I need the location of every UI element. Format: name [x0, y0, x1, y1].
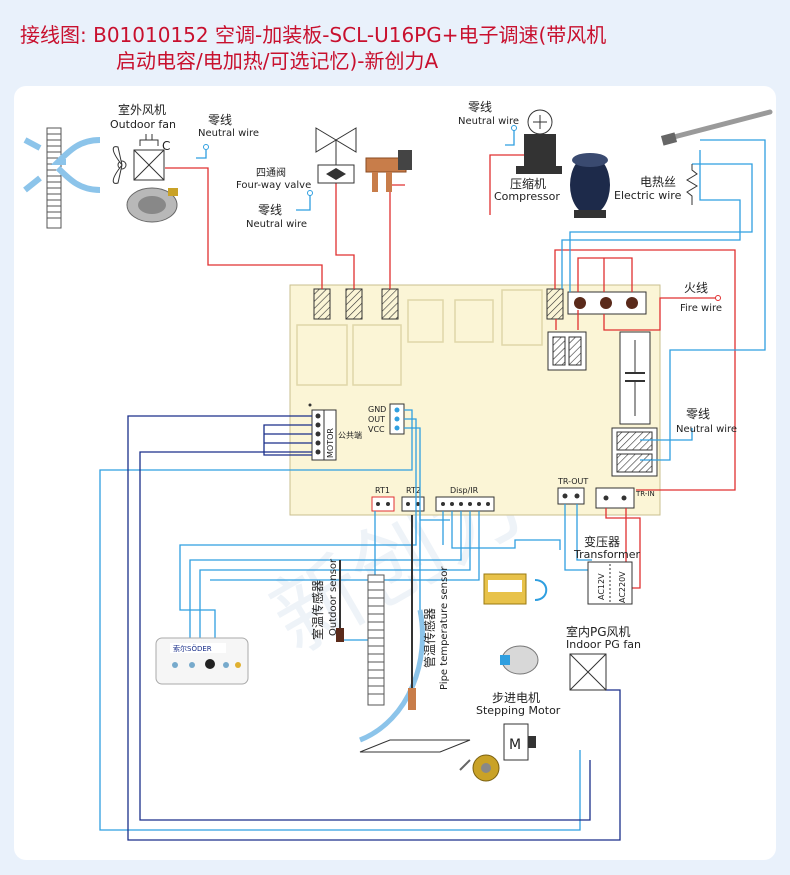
fire-en: Fire wire	[680, 303, 722, 314]
outdoor-fan-cn: 室外风机	[118, 102, 166, 117]
neutral-cn-2: 零线	[258, 203, 282, 217]
control-board	[289, 284, 661, 516]
neutral-en-1: Neutral wire	[198, 128, 259, 139]
neutral-cn-3: 零线	[468, 100, 492, 114]
compressor-symbol	[516, 109, 562, 174]
page-title: 接线图: B01010152 空调-加装板-SCL-U16PG+电子调速(带风机…	[20, 22, 780, 74]
transformer-photo	[483, 573, 548, 605]
four-way-cn: 四通阀	[256, 166, 286, 179]
stepper-m-label: M	[509, 737, 521, 753]
cap-c-label: C	[162, 139, 170, 153]
transformer-en: Transformer	[573, 548, 640, 561]
neutral-en-2: Neutral wire	[246, 219, 307, 230]
outdoor-fan-en: Outdoor fan	[110, 118, 176, 131]
room-sensor-probe	[336, 560, 344, 642]
neutral-en-4: Neutral wire	[676, 424, 737, 435]
motor-label: MOTOR	[326, 428, 335, 458]
ac12v-label: AC12V	[597, 573, 606, 600]
pipe-sensor-cn: 管温传感器	[422, 608, 437, 668]
electric-heater-symbol	[686, 164, 698, 205]
ac220v-label: AC220V	[618, 571, 627, 603]
transformer-symbol	[587, 561, 633, 605]
sensor-port	[389, 403, 405, 435]
rt1-label: RT1	[375, 486, 390, 495]
board-relays	[296, 289, 543, 386]
relay-block	[547, 331, 587, 371]
pipe-sensor-en: Pipe temperature sensor	[439, 566, 450, 690]
neutral-cn-1: 零线	[208, 113, 232, 127]
compressor-photo	[570, 153, 610, 218]
gnd-label: GND	[368, 405, 386, 414]
disp-label: Disp/IR	[450, 486, 479, 495]
tr-out-label: TR-OUT	[557, 477, 588, 486]
condenser-coil	[23, 127, 101, 229]
sensor-connectors	[371, 496, 495, 512]
compressor-cn: 压缩机	[510, 176, 546, 191]
room-sensor-cn: 室温传感器	[310, 580, 325, 640]
stepper-cn: 步进电机	[492, 691, 540, 705]
blue-wires	[99, 130, 766, 831]
red-wires	[165, 154, 736, 589]
indoor-fan-symbol	[569, 653, 607, 691]
electric-en: Electric wire	[614, 189, 682, 202]
capacitor-terminals	[567, 291, 647, 315]
rt2-label: RT2	[406, 486, 421, 495]
title-prefix: 接线图:	[20, 23, 87, 47]
display-board	[155, 637, 249, 685]
title-line2: 启动电容/电加热/可选记忆)-新创力A	[116, 49, 439, 73]
display-brand: 索尔SÖDER	[173, 644, 212, 653]
navy-wires	[127, 415, 621, 841]
transformer-cn: 变压器	[584, 534, 620, 549]
four-way-en: Four-way valve	[236, 180, 311, 191]
top-terminals	[313, 288, 564, 320]
stepper-motor-photo	[459, 754, 500, 782]
out-label: OUT	[368, 415, 385, 424]
electric-heater-photo	[660, 109, 773, 146]
tr-in-label: TR-IN	[635, 490, 655, 498]
fire-cn: 火线	[684, 281, 708, 295]
motor-connector	[308, 403, 337, 461]
neutral-cn-4: 零线	[686, 407, 710, 421]
capacitor-symbol	[619, 331, 651, 425]
title-line1: B01010152 空调-加装板-SCL-U16PG+电子调速(带风机	[93, 23, 607, 47]
four-way-valve-symbol	[315, 127, 357, 184]
outdoor-fan-symbol	[112, 134, 165, 184]
power-terminals	[611, 427, 658, 477]
neutral-en-3: Neutral wire	[458, 116, 519, 127]
vcc-label: VCC	[368, 425, 385, 434]
indoor-fan-en: Indoor PG fan	[566, 638, 641, 651]
outdoor-fan-motor-photo	[126, 187, 178, 223]
indoor-fan-cn: 室内PG风机	[566, 624, 631, 639]
electric-cn: 电热丝	[640, 175, 676, 189]
transformer-connectors	[557, 487, 635, 509]
four-way-valve-photo	[365, 150, 412, 192]
room-sensor-en: Outdoor sensor	[328, 558, 339, 636]
indoor-fan-photo	[500, 645, 539, 675]
louver-blade	[359, 739, 471, 753]
stepper-en: Stepping Motor	[476, 704, 561, 717]
stepper-motor-symbol: M	[503, 723, 536, 761]
compressor-en: Compressor	[494, 190, 560, 203]
common-label: 公共端	[338, 430, 362, 440]
pipe-sensor-probe	[408, 515, 416, 710]
